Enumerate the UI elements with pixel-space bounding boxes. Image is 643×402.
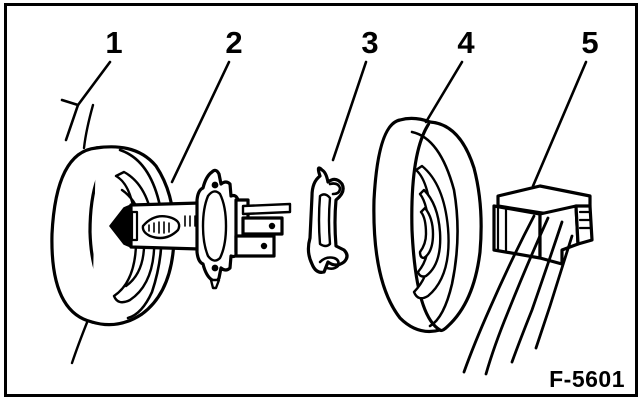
reflector-edge-top <box>82 103 95 150</box>
cover-rim-crease <box>410 130 459 328</box>
cover-ring-inner <box>418 206 435 260</box>
reflector-edge-bottom <box>70 318 90 365</box>
bulb-support-wires <box>184 215 196 227</box>
bulb-tip-collar <box>130 210 139 242</box>
leader-line-1-branch <box>64 103 80 142</box>
connector-wire-4 <box>534 234 574 350</box>
bulb-terminal-upper <box>241 202 292 216</box>
clip-upper-hook <box>328 182 342 196</box>
connector-wire-2 <box>484 216 550 376</box>
part-wiring-connector <box>462 184 594 376</box>
clip-inner-opening <box>317 193 332 248</box>
connector-wire-3 <box>510 220 564 364</box>
figure-caption: F-5601 <box>549 366 625 392</box>
bulb-flange-lug-top <box>211 181 219 189</box>
connector-wire-1 <box>462 214 536 374</box>
callout-leaders <box>60 60 588 188</box>
callout-number-3: 3 <box>361 25 378 60</box>
bulb-terminal-lower <box>234 234 276 258</box>
leader-line-3 <box>331 60 368 162</box>
callout-numbers: 1 2 3 4 5 <box>105 25 598 60</box>
clip-lower-foot <box>318 256 340 270</box>
leader-line-5 <box>531 60 588 188</box>
bulb-flange-inner-ring <box>201 190 228 262</box>
bulb-terminal-middle-hole <box>268 222 276 230</box>
callout-number-2: 2 <box>225 25 242 60</box>
bulb-terminal-lower-hole <box>260 242 268 250</box>
bulb-filament <box>141 215 181 240</box>
leader-line-1-tick <box>60 98 80 107</box>
connector-pin-slots <box>578 210 592 230</box>
bulb-base-pip <box>209 278 221 290</box>
part-rubber-dust-cover <box>372 116 483 334</box>
bulb-terminal-middle <box>241 216 284 236</box>
connector-body-seam <box>496 204 508 253</box>
leader-line-2 <box>170 60 231 184</box>
bulb-flange-lug-bottom <box>211 264 219 272</box>
part-headlight-bulb <box>109 168 292 290</box>
callout-number-1: 1 <box>105 25 122 60</box>
callout-number-5: 5 <box>581 25 598 60</box>
leader-line-4 <box>424 60 464 124</box>
callout-number-4: 4 <box>457 25 475 60</box>
leader-line-1 <box>76 60 112 107</box>
connector-pin-housing <box>574 204 594 246</box>
part-retaining-spring-clip <box>306 166 349 274</box>
bulb-filament-coil <box>148 221 170 234</box>
